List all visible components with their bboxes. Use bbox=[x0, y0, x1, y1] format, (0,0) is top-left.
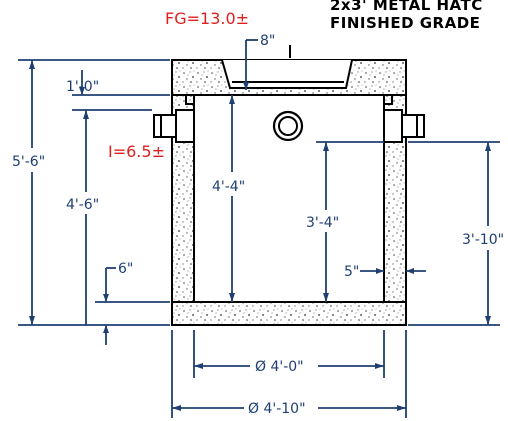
hatch-inset-label: 8" bbox=[260, 33, 275, 49]
dim-right-height: 3'-10" bbox=[408, 141, 504, 326]
dim-depth-to-invert: 4'-6" bbox=[66, 109, 152, 325]
top-slab-label: 1'-0" bbox=[66, 79, 99, 95]
dim-inside-height: 4'-4" bbox=[212, 95, 245, 302]
dim-wall-thickness: 5" bbox=[344, 264, 426, 280]
dim-outside-diameter: Ø 4'-10" bbox=[171, 330, 407, 418]
outside-diameter-label: Ø 4'-10" bbox=[248, 401, 306, 417]
dim-hatch-inset: 8" bbox=[243, 33, 275, 90]
depth-to-invert-label: 4'-6" bbox=[66, 197, 99, 213]
inside-diameter-label: Ø 4'-0" bbox=[255, 359, 304, 375]
finished-grade-elevation: FG=13.0± bbox=[165, 9, 249, 28]
dim-overall-height: 5'-6" bbox=[12, 59, 170, 326]
invert-to-floor-label: 3'-4" bbox=[306, 215, 339, 231]
overall-height-label: 5'-6" bbox=[12, 154, 45, 170]
right-height-label: 3'-10" bbox=[462, 232, 504, 248]
inside-height-label: 4'-4" bbox=[212, 179, 245, 195]
right-pipe-stub bbox=[383, 109, 425, 143]
cone-ledges bbox=[178, 94, 400, 105]
dim-top-slab: 1'-0" bbox=[66, 70, 170, 96]
invert-elevation: I=6.5± bbox=[108, 142, 165, 161]
dim-invert-to-floor: 3'-4" bbox=[306, 141, 384, 302]
hatch-frame bbox=[221, 45, 353, 89]
dim-floor-thickness: 6" bbox=[95, 261, 170, 345]
concrete-structure bbox=[171, 59, 407, 326]
center-pipe-opening bbox=[272, 110, 304, 142]
left-pipe-stub bbox=[153, 109, 195, 143]
floor-thickness-label: 6" bbox=[118, 261, 133, 277]
dim-inside-diameter: Ø 4'-0" bbox=[193, 330, 385, 378]
title-line-2: FINISHED GRADE bbox=[330, 14, 480, 32]
wall-thickness-label: 5" bbox=[344, 264, 359, 280]
title-line-1: 2x3' METAL HATC bbox=[330, 0, 483, 14]
